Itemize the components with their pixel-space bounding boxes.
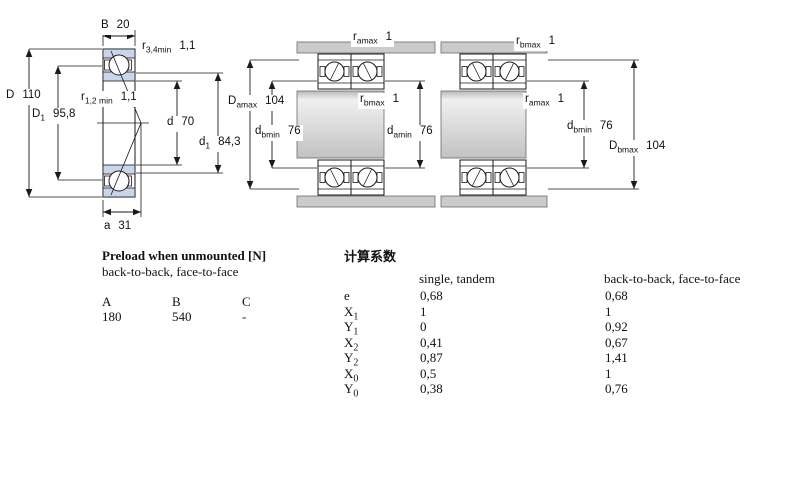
bearing-cell [317, 159, 352, 196]
preload-header-row: A B C [102, 294, 251, 310]
bearing-cell [350, 159, 385, 196]
preload-col-B: B [172, 294, 181, 309]
ball [108, 170, 130, 192]
preload-col-A: A [102, 294, 112, 309]
diagram-paired-right [440, 41, 639, 208]
bearing-cell [317, 53, 352, 90]
factors-title: 计算系数 [344, 250, 397, 265]
preload-value-C: - [242, 309, 247, 324]
preload-value-row: 180 540 - [102, 309, 246, 325]
diagram-paired-left [246, 41, 436, 208]
technical-drawing [25, 30, 639, 217]
bearing-cell [459, 159, 494, 196]
diagram-single-bearing [25, 30, 223, 217]
preload-value-B: 540 [172, 309, 192, 324]
factors-header-paired: back-to-back, face-to-face [604, 271, 741, 286]
bearing-cell [492, 159, 527, 196]
factors-header-single: single, tandem [419, 271, 495, 286]
preload-title: Preload when unmounted [N] [102, 248, 267, 263]
preload-col-C: C [242, 294, 251, 309]
bearing-cell [492, 53, 527, 90]
preload-subtitle: back-to-back, face-to-face [102, 264, 239, 279]
shaft [440, 90, 527, 159]
preload-value-A: 180 [102, 309, 122, 324]
ball [108, 54, 130, 76]
bearing-cell [350, 53, 385, 90]
bearing-cell [459, 53, 494, 90]
